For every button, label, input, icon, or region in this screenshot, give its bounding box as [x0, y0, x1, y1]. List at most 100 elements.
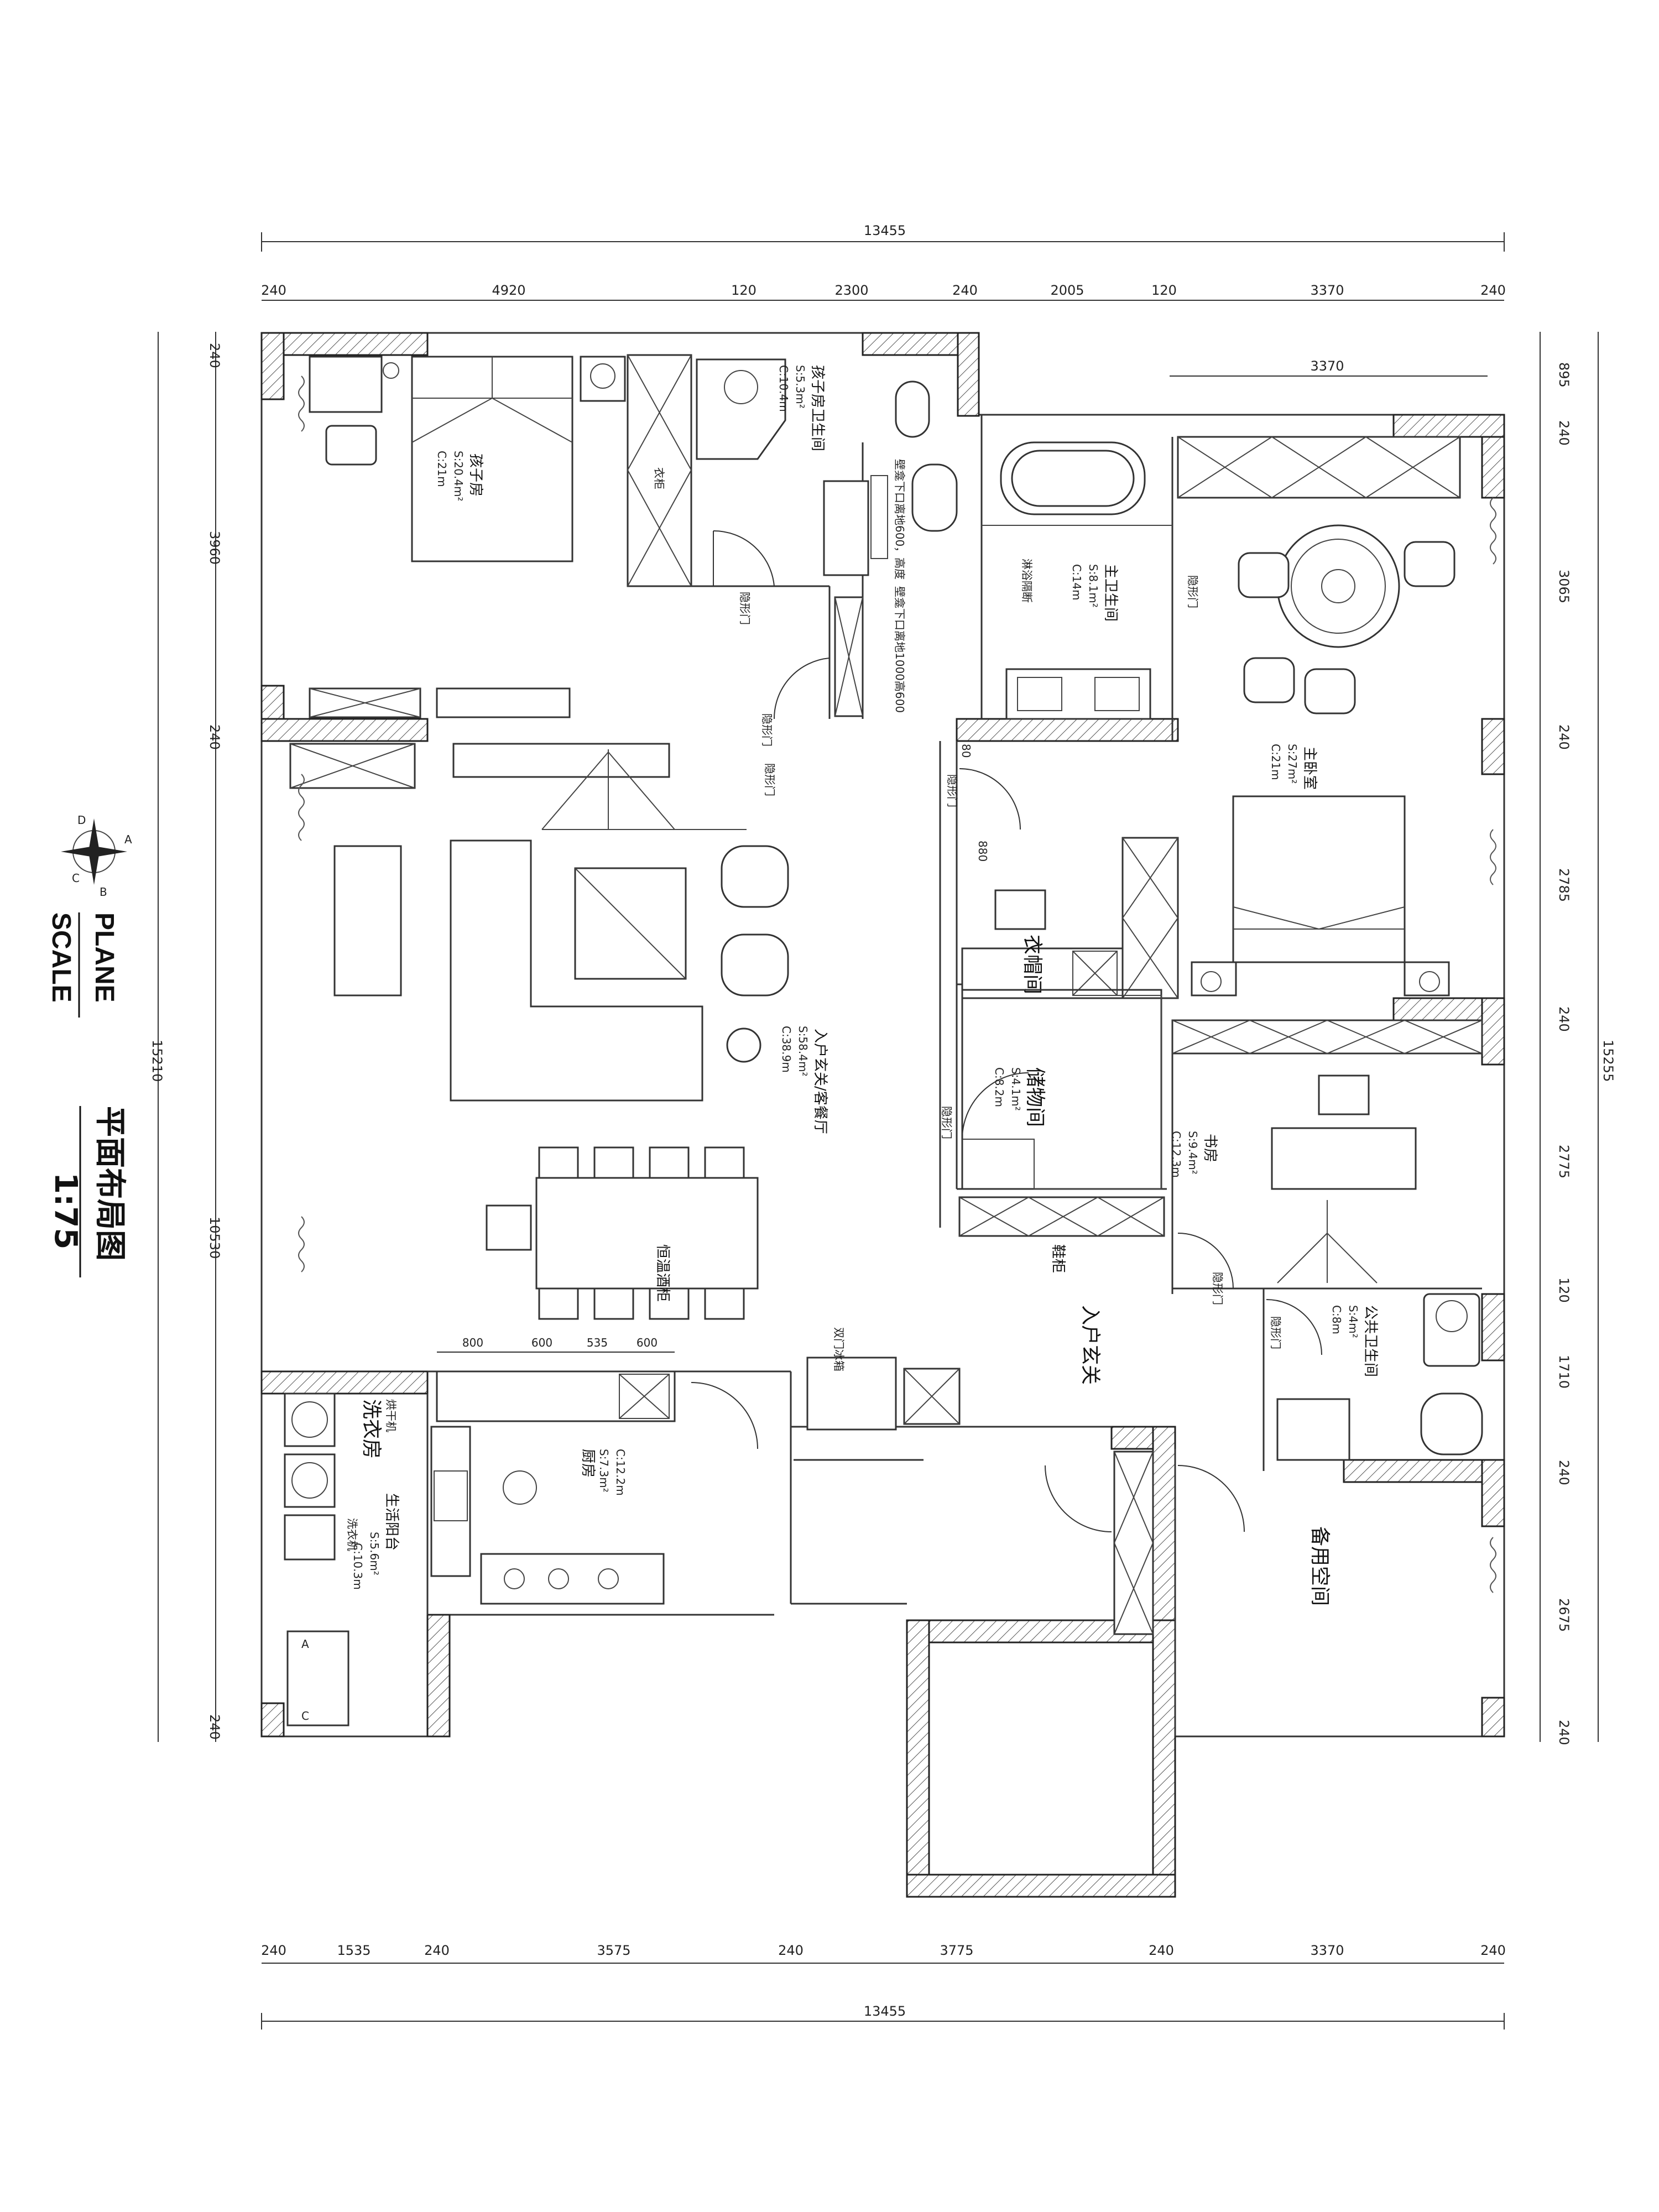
entrance-label: 入户玄关	[1079, 1305, 1102, 1385]
svg-text:入户玄关/客餐厅: 入户玄关/客餐厅	[812, 1029, 828, 1134]
svg-text:C:12.3m: C:12.3m	[1170, 1131, 1183, 1178]
wall-segment	[1481, 997, 1505, 1066]
svg-text:壁龛下口离地1000高600: 壁龛下口离地1000高600	[893, 586, 906, 713]
wall-segment	[426, 1614, 451, 1738]
scale-label: SCALE	[46, 912, 76, 1003]
svg-text:600: 600	[531, 1336, 552, 1349]
plant	[486, 1204, 532, 1251]
svg-text:2005: 2005	[1050, 283, 1084, 298]
bottom-total: 13455	[864, 2004, 906, 2019]
cabinet	[1113, 1451, 1154, 1635]
child-bath: 孩子房卫生间 S:5.3m² C:10.4m 隐形门 隐形门	[696, 358, 930, 747]
dining-chair	[704, 1146, 745, 1179]
entrance: 入户玄关 备用空间	[1045, 1305, 1496, 1635]
svg-text:240: 240	[1556, 420, 1572, 446]
side-table	[726, 1027, 761, 1063]
svg-text:240: 240	[952, 283, 978, 298]
desk	[1271, 1127, 1417, 1190]
wall-segment	[957, 332, 980, 417]
wall-segment	[1481, 1293, 1505, 1361]
svg-text:隐形门: 隐形门	[1269, 1316, 1282, 1349]
dimension-top: 13455 240 4920 120 2300 240 2005 120 337…	[261, 223, 1506, 377]
room-name: 孩子房	[467, 453, 484, 497]
svg-text:3370: 3370	[1310, 1943, 1344, 1958]
svg-text:主卫生间: 主卫生间	[1102, 564, 1119, 622]
svg-text:A: A	[124, 833, 132, 846]
top-total: 13455	[864, 223, 906, 238]
svg-text:600: 600	[637, 1336, 658, 1349]
svg-text:C:14m: C:14m	[1070, 564, 1083, 601]
dimension-left: 240 3960 240 10530 240 15210	[149, 332, 222, 1742]
laundry-label: 洗衣房	[360, 1399, 383, 1459]
svg-text:S:7.3m²: S:7.3m²	[597, 1449, 611, 1493]
plan-title: 平面布局图	[92, 1106, 128, 1261]
svg-text:2775: 2775	[1556, 1145, 1572, 1178]
svg-text:隐形门: 隐形门	[763, 763, 776, 796]
svg-text:壁龛下口离地600，高度: 壁龛下口离地600，高度	[893, 459, 906, 580]
svg-text:895: 895	[1556, 362, 1572, 388]
svg-text:S:8.1m²: S:8.1m²	[1087, 564, 1100, 608]
svg-text:2785: 2785	[1556, 868, 1572, 902]
svg-text:240: 240	[1480, 283, 1506, 298]
piano	[333, 845, 402, 997]
double-vanity	[1005, 668, 1151, 720]
master-bath: 主卫生间 S:8.1m² C:14m 淋浴隔断 壁龛下口离地600，高度 壁龛下…	[870, 441, 1199, 720]
vanity	[823, 480, 869, 576]
kitchen: 800 600 535 600 厨房 S:7.3m² C:12.2m 双门冰箱	[430, 1327, 961, 1605]
child-room: 衣柜 孩子房 S:20.4m² C:21m	[298, 354, 692, 718]
svg-text:800: 800	[462, 1336, 483, 1349]
armchair	[1238, 552, 1290, 598]
wall-segment	[260, 1702, 285, 1738]
svg-text:隐形门: 隐形门	[940, 1106, 953, 1139]
svg-text:隐形门: 隐形门	[738, 592, 752, 625]
wall-segment	[1481, 718, 1505, 775]
svg-text:隐形门: 隐形门	[1211, 1272, 1224, 1305]
svg-text:淋浴隔断: 淋浴隔断	[1020, 559, 1034, 603]
bookshelf	[1171, 1019, 1483, 1055]
legend: A B C D PLANE SCALE 平面布局图 1:75	[46, 813, 132, 1277]
chair	[325, 425, 377, 466]
svg-text:240: 240	[1149, 1943, 1174, 1958]
study: 书房 S:9.4m² C:12.3m 隐形门	[1170, 1019, 1483, 1305]
wall-segment	[1481, 1459, 1505, 1527]
dimension-right: 895 240 3065 240 2785 240 2775 120 1710 …	[1540, 332, 1616, 1745]
svg-text:240: 240	[207, 1714, 222, 1740]
svg-text:S:5.3m²: S:5.3m²	[794, 365, 807, 409]
svg-text:2300: 2300	[834, 283, 868, 298]
svg-text:B: B	[100, 885, 107, 899]
closet	[627, 354, 692, 587]
stove	[480, 1553, 665, 1605]
svg-text:240: 240	[1556, 1006, 1572, 1032]
wall-segment	[260, 718, 429, 742]
svg-text:3960: 3960	[207, 531, 222, 565]
master-bedroom: 主卧室 S:27m² C:21m	[1177, 436, 1496, 997]
scale-value: 1:75	[48, 1172, 84, 1249]
svg-text:C:12.2m: C:12.2m	[614, 1449, 627, 1496]
svg-text:3370: 3370	[1310, 358, 1344, 374]
wall-segment	[956, 718, 1179, 742]
wall-segment	[906, 1619, 930, 1898]
nightstand	[1404, 961, 1450, 997]
svg-text:3065: 3065	[1556, 570, 1572, 603]
svg-text:隐形门: 隐形门	[760, 713, 774, 747]
svg-text:恒温酒柜: 恒温酒柜	[654, 1244, 671, 1302]
svg-text:孩子房卫生间: 孩子房卫生间	[809, 365, 826, 451]
svg-text:C:38.9m: C:38.9m	[780, 1026, 793, 1073]
svg-text:C:21m: C:21m	[435, 451, 448, 487]
svg-text:厨房: 厨房	[580, 1449, 596, 1478]
svg-text:C:10.3m: C:10.3m	[351, 1543, 364, 1590]
toilet	[895, 380, 930, 438]
dining-chair	[538, 1146, 579, 1179]
living-dining: 入户玄关/客餐厅 S:58.4m² C:38.9m 恒温酒柜 隐形门	[289, 743, 828, 1320]
partitions	[426, 355, 1482, 1736]
bed	[1232, 795, 1406, 963]
dining-table	[535, 1177, 759, 1290]
dimension-bottom: 240 1535 240 3575 240 3775 240 3370 240 …	[261, 1943, 1506, 2030]
compass-icon: A B C D	[61, 813, 132, 899]
vanity	[1276, 1398, 1350, 1461]
svg-text:80: 80	[959, 744, 973, 758]
counter	[436, 1370, 676, 1422]
svg-text:535: 535	[587, 1336, 608, 1349]
spare-label: 备用空间	[1308, 1526, 1331, 1606]
cloak-label: 衣帽间	[1021, 935, 1044, 994]
